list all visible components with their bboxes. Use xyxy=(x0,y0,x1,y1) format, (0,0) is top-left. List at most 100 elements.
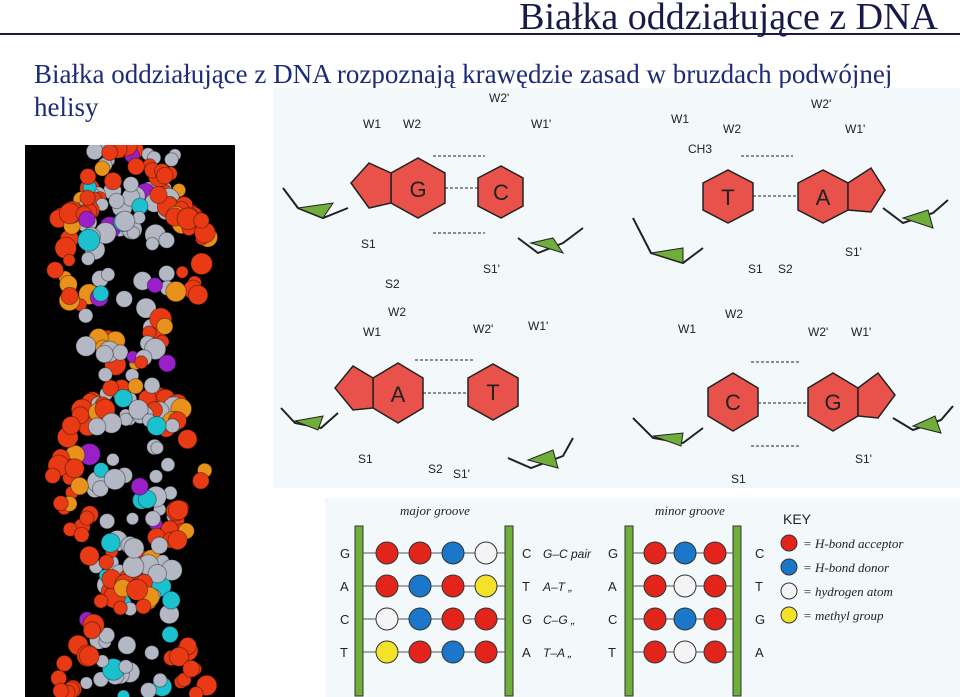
row-minor-left-base: C xyxy=(608,612,617,627)
minor-groove-dot xyxy=(674,641,696,663)
helix-atom xyxy=(150,186,167,203)
label-s2-ta: S2 xyxy=(778,262,793,276)
helix-atom xyxy=(141,683,157,697)
helix-atom xyxy=(189,687,203,697)
label-w1p-ta: W1' xyxy=(845,122,865,136)
helix-atom xyxy=(161,458,175,472)
pair-cg: C G W1 W2 W2' W1' S1 S1' xyxy=(633,307,953,486)
row-right-base: G xyxy=(522,612,532,627)
helix-atom xyxy=(194,213,209,228)
base-a2-label: A xyxy=(391,382,406,407)
helix-atom xyxy=(131,478,148,495)
label-w2p-ta: W2' xyxy=(811,97,831,111)
minor-groove-bar-right xyxy=(733,526,741,696)
helix-atom xyxy=(151,442,164,455)
major-groove-dot xyxy=(376,641,398,663)
helix-atom xyxy=(183,660,200,677)
helix-atom xyxy=(99,555,114,570)
label-s1p-cg: S1' xyxy=(855,452,872,466)
helix-atom xyxy=(80,511,94,525)
minor-groove-label: minor groove xyxy=(655,503,725,518)
helix-atom xyxy=(101,268,114,281)
base-g2-label: G xyxy=(824,390,841,415)
label-w2-at: W2 xyxy=(388,305,406,319)
helix-atom xyxy=(56,655,72,671)
helix-atom xyxy=(65,459,84,478)
label-s1p: S1' xyxy=(483,262,500,276)
helix-atom xyxy=(188,285,208,305)
key-swatch xyxy=(781,607,797,623)
helix-atom xyxy=(145,646,159,660)
base-a-label: A xyxy=(816,185,831,210)
helix-atom xyxy=(80,190,95,205)
helix-atom xyxy=(101,533,120,552)
helix-atom xyxy=(80,677,92,689)
base-c-label: C xyxy=(493,180,509,205)
major-groove-dot xyxy=(409,575,431,597)
key-swatch xyxy=(781,559,797,575)
helix-atom xyxy=(100,514,115,529)
row-pair-label: G–C pair xyxy=(543,547,592,561)
label-s2: S2 xyxy=(385,277,400,291)
row-minor-right-base: C xyxy=(755,546,764,561)
helix-atom xyxy=(128,379,143,394)
minor-groove-dot xyxy=(674,575,696,597)
row-left-base: A xyxy=(340,579,349,594)
row-right-base: T xyxy=(522,579,530,594)
helix-atom xyxy=(93,286,109,302)
major-groove-dot xyxy=(376,575,398,597)
helix-atom xyxy=(81,252,94,265)
helix-atom xyxy=(157,167,174,184)
helix-atom xyxy=(63,254,75,266)
helix-atom xyxy=(178,430,197,449)
helix-atom xyxy=(136,599,151,614)
label-s2-at: S2 xyxy=(428,462,443,476)
major-groove-bar-right xyxy=(505,526,513,696)
helix-atom xyxy=(126,513,138,525)
helix-atom xyxy=(176,266,188,278)
helix-atom xyxy=(119,660,133,674)
helix-atom xyxy=(115,211,135,231)
helix-atom xyxy=(113,345,128,360)
helix-atom xyxy=(83,622,100,639)
major-groove-dot xyxy=(475,608,497,630)
major-groove-dot xyxy=(442,575,464,597)
helix-atom xyxy=(98,368,112,382)
helix-atom xyxy=(62,416,80,434)
base-g-label: G xyxy=(409,177,426,202)
helix-atom xyxy=(149,470,162,483)
helix-atom xyxy=(104,172,121,189)
label-w2-ta: W2 xyxy=(723,122,741,136)
helix-atom xyxy=(45,468,60,483)
helix-atom xyxy=(145,511,160,526)
helix-atom xyxy=(165,419,179,433)
helix-atom xyxy=(151,537,168,554)
label-w2p: W2' xyxy=(489,91,509,105)
major-groove-dot xyxy=(442,641,464,663)
label-s1p-at: S1' xyxy=(453,467,470,481)
helix-atom xyxy=(168,500,188,520)
helix-atom xyxy=(79,646,99,666)
key-title: KEY xyxy=(783,511,812,527)
label-w2-cg: W2 xyxy=(725,307,743,321)
helix-atom xyxy=(147,278,162,293)
label-s1: S1 xyxy=(361,237,376,251)
minor-groove-bar xyxy=(625,526,633,696)
minor-groove-dot xyxy=(644,542,666,564)
major-groove-label: major groove xyxy=(400,503,470,518)
key-label: = hydrogen atom xyxy=(803,584,893,599)
label-w2p-cg: W2' xyxy=(808,325,828,339)
row-minor-left-base: A xyxy=(608,579,617,594)
row-minor-right-base: G xyxy=(755,612,765,627)
major-groove-dot xyxy=(475,575,497,597)
helix-atom xyxy=(193,473,210,490)
helix-atom xyxy=(78,229,100,251)
helix-atom xyxy=(71,477,89,495)
minor-groove-dot xyxy=(644,641,666,663)
minor-groove-dot xyxy=(644,608,666,630)
major-groove-dot xyxy=(475,542,497,564)
label-w1-ta: W1 xyxy=(671,112,689,126)
label-s1-cg: S1 xyxy=(731,472,746,486)
row-minor-left-base: G xyxy=(608,546,618,561)
label-w1: W1 xyxy=(363,117,381,131)
